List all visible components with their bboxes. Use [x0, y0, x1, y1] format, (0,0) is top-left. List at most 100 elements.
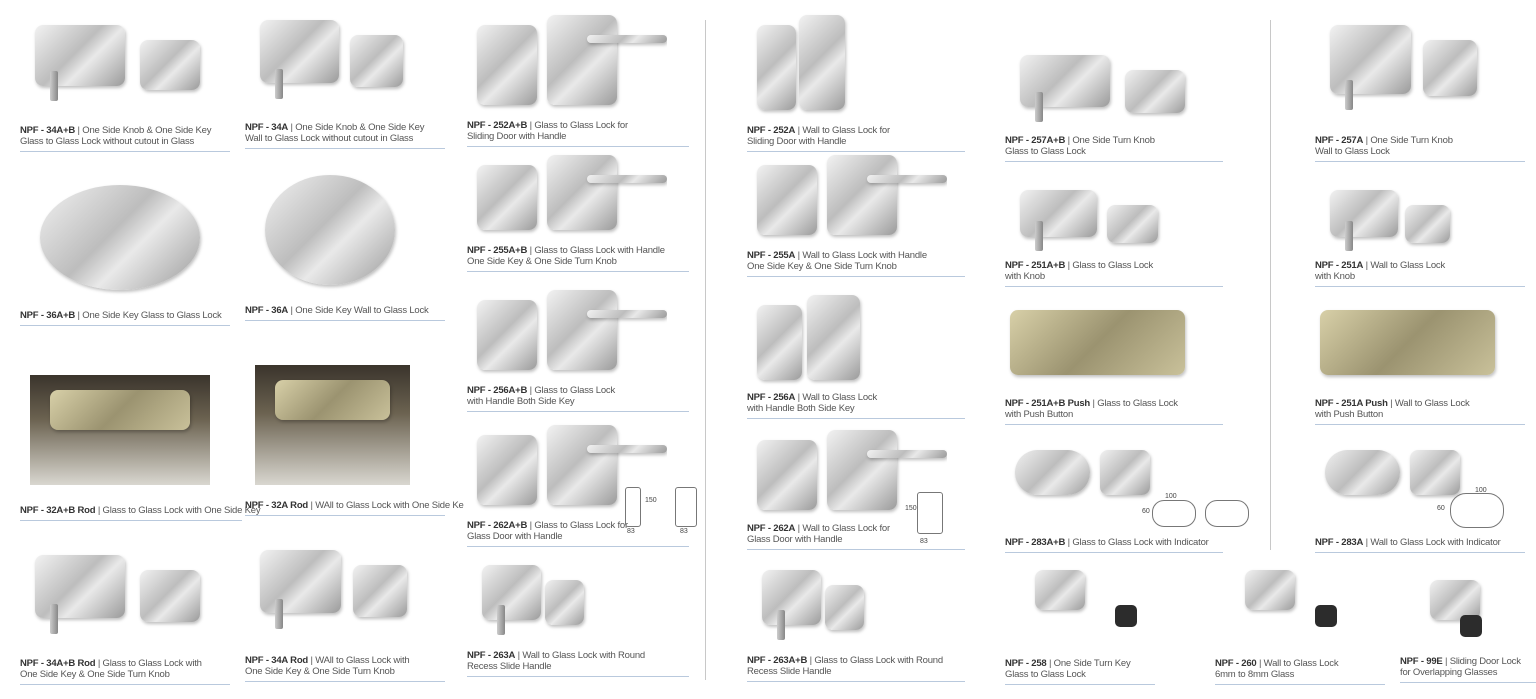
product-description: Glass to Glass Lock with Handle [534, 245, 665, 256]
separator: | [1363, 135, 1371, 146]
lock-body [827, 155, 897, 235]
product-image[interactable] [1005, 305, 1190, 390]
product-description: One Side Key & One Side Turn Knob [747, 261, 897, 272]
product-card[interactable]: NPF - 255A+B | Glass to Glass Lock with … [467, 0, 689, 699]
key-icon [1115, 605, 1137, 627]
product-image[interactable] [20, 370, 220, 490]
product-description: with Knob [1315, 271, 1355, 282]
dimension-label: 150 [905, 505, 917, 512]
product-image[interactable] [747, 150, 947, 245]
lock-body [140, 40, 200, 90]
product-image[interactable] [1215, 565, 1365, 655]
product-code: NPF - 251A+B Push [1005, 398, 1091, 409]
product-image[interactable] [245, 530, 425, 645]
dimension-label: 100 [1475, 487, 1487, 494]
product-code: NPF - 255A+B [467, 245, 528, 256]
product-description: Wall to Glass Lock with Handle [802, 250, 927, 261]
product-image[interactable] [467, 150, 667, 240]
separator: | [95, 658, 103, 669]
key-icon [1345, 80, 1353, 110]
product-image[interactable] [1315, 305, 1500, 390]
product-image[interactable] [20, 5, 220, 115]
product-card[interactable]: NPF - 34A+B Rod | Glass to Glass Lock wi… [20, 0, 230, 699]
product-image[interactable] [1400, 575, 1510, 650]
product-image[interactable] [245, 0, 420, 115]
product-image[interactable] [467, 545, 597, 645]
product-image[interactable] [1005, 35, 1205, 130]
separator: | [1065, 135, 1073, 146]
lock-body [482, 565, 541, 620]
separator: | [288, 305, 296, 316]
product-image[interactable] [1005, 440, 1155, 530]
product-description: with Handle Both Side Key [467, 396, 575, 407]
lock-body [807, 295, 860, 380]
product-image[interactable] [467, 420, 667, 515]
product-description: One Side Turn Knob [1370, 135, 1453, 146]
product-image[interactable] [1315, 170, 1465, 255]
product-image[interactable] [245, 165, 415, 295]
product-image[interactable] [747, 425, 947, 520]
product-card[interactable]: NPF - 255A | Wall to Glass Lock with Han… [747, 0, 965, 699]
glass-clamp [477, 165, 537, 230]
separator: | [795, 523, 803, 534]
separator: | [1065, 260, 1073, 271]
product-card[interactable]: NPF - 263A | Wall to Glass Lock with Rou… [467, 0, 689, 699]
product-description: Glass Door with Handle [747, 534, 843, 545]
product-description: One Side Knob & One Side Key [82, 125, 212, 136]
product-card[interactable]: NPF - 36A | One Side Key Wall to Glass L… [245, 0, 445, 699]
product-card[interactable]: NPF - 283A | Wall to Glass Lock with Ind… [1315, 0, 1525, 699]
dimension-label: 150 [645, 497, 657, 504]
lock-body [547, 155, 617, 230]
key-icon [275, 69, 283, 99]
product-card[interactable]: NPF - 283A+B | Glass to Glass Lock with … [1005, 0, 1223, 699]
product-image[interactable] [245, 360, 420, 490]
product-description: One Side Key & One Side Turn Knob [20, 669, 170, 680]
product-image[interactable] [1315, 440, 1465, 530]
product-image[interactable] [747, 290, 897, 390]
product-description: Glass to Glass Lock for [534, 520, 628, 531]
product-card[interactable]: NPF - 32A+B Rod | Glass to Glass Lock wi… [20, 0, 261, 699]
dimension-drawing [675, 487, 697, 527]
product-card[interactable]: NPF - 263A+B | Glass to Glass Lock with … [747, 0, 965, 699]
product-description: Glass to Glass Lock without cutout in Gl… [20, 136, 195, 147]
glass-clamp [757, 25, 796, 110]
lock-body [260, 550, 341, 614]
product-image[interactable] [747, 10, 877, 120]
product-code: NPF - 262A+B [467, 520, 528, 531]
lock-body [1020, 190, 1097, 237]
product-card[interactable]: NPF - 34A+B | One Side Knob & One Side K… [20, 0, 230, 699]
product-image[interactable] [467, 285, 667, 380]
product-image[interactable] [20, 535, 220, 650]
product-image[interactable] [1005, 565, 1165, 655]
product-image[interactable] [747, 550, 877, 650]
product-code: NPF - 34A+B Rod [20, 658, 96, 669]
handle-lever [867, 175, 947, 183]
product-image[interactable] [1005, 170, 1175, 255]
product-card[interactable]: NPF - 32A Rod | WAll to Glass Lock with … [245, 0, 464, 699]
product-card[interactable]: NPF - 36A+B | One Side Key Glass to Glas… [20, 0, 230, 699]
product-image[interactable] [1315, 5, 1495, 130]
product-code: NPF - 283A+B [1005, 537, 1066, 548]
handle-lever [587, 445, 667, 453]
dimension-label: 83 [627, 528, 635, 535]
product-image[interactable] [467, 10, 667, 115]
product-image[interactable] [20, 175, 220, 300]
product-card[interactable]: NPF - 34A | One Side Knob & One Side Key… [245, 0, 445, 699]
